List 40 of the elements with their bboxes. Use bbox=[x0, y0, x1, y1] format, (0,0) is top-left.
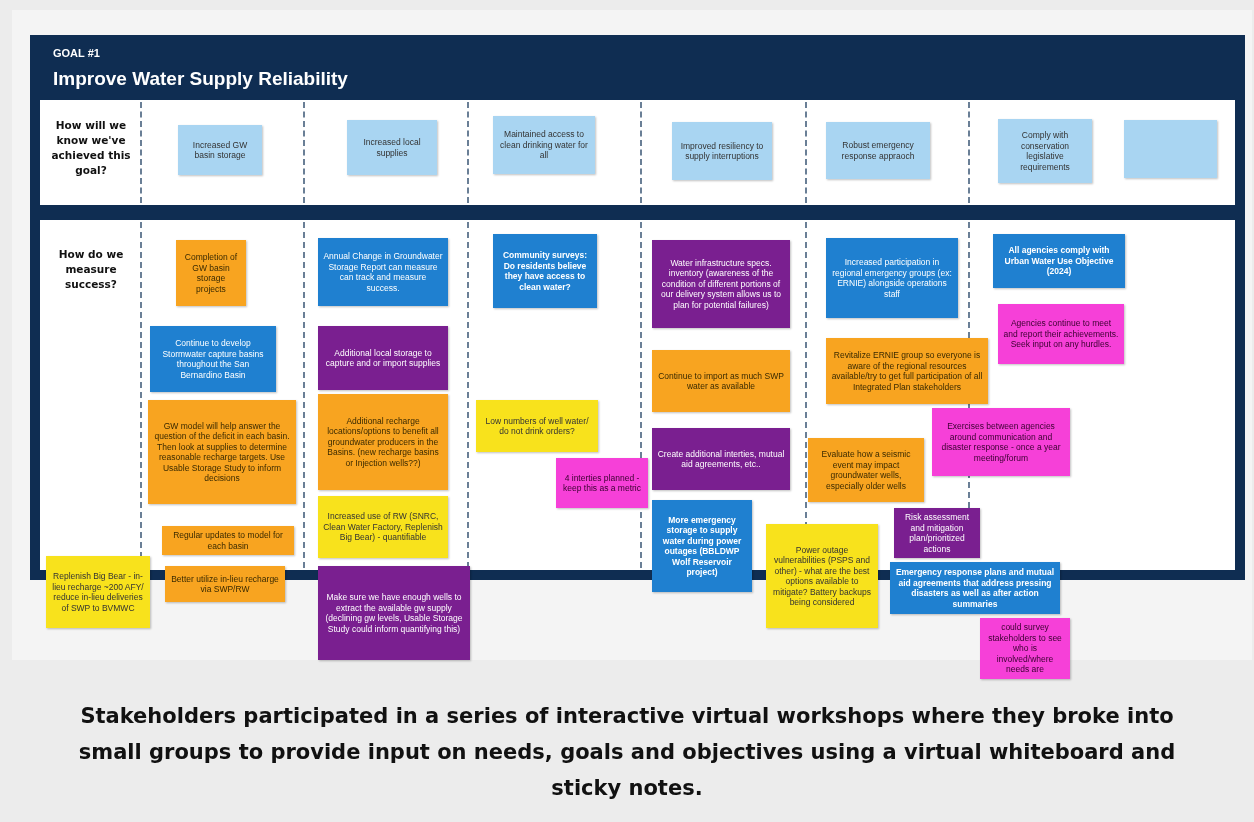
sticky-note: Regular updates to model for each basin bbox=[162, 526, 294, 555]
sticky-note: More emergency storage to supply water during power outages (BBLDWP Wolf Reservoir project) bbox=[652, 500, 752, 592]
sticky-note: Power outage vulnerabilities (PSPS and other) - what are the best options available to mitigate? Battery backups being considered bbox=[766, 524, 878, 628]
sticky-note: Revitalize ERNIE group so everyone is aware of the regional resources available/try to get full participation of all Integrated Plan stakeholders bbox=[826, 338, 988, 404]
sticky-note: Increased local supplies bbox=[347, 120, 437, 175]
sticky-note: Replenish Big Bear - in-lieu recharge ~200 AFY/ reduce in-lieu deliveries of SWP to BVMWC bbox=[46, 556, 150, 628]
sticky-note: GW model will help answer the question of the deficit in each basin. Then look at supplies to determine reasonable recharge targets. Use Usable Storage Study to inform decisions bbox=[148, 400, 296, 504]
sticky-note: All agencies comply with Urban Water Use Objective (2024) bbox=[993, 234, 1125, 288]
sticky-note: Continue to import as much SWP water as available bbox=[652, 350, 790, 412]
sticky-note: Improved resiliency to supply interruptions bbox=[672, 122, 772, 180]
goal-number: GOAL #1 bbox=[53, 47, 101, 59]
board-title: Improve Water Supply Reliability bbox=[53, 68, 348, 90]
sticky-note bbox=[1124, 120, 1217, 178]
sticky-note: Additional recharge locations/options to benefit all groundwater producers in the Basins. (new recharge basins or Injection wells??) bbox=[318, 394, 448, 490]
sticky-note: Increased use of RW (SNRC, Clean Water Factory, Replenish Big Bear) - quantifiable bbox=[318, 496, 448, 558]
sticky-note: Evaluate how a seismic event may impact groundwater wells, especially older wells bbox=[808, 438, 924, 502]
sticky-note: Comply with conservation legislative requirements bbox=[998, 119, 1092, 183]
sticky-note: Continue to develop Stormwater capture basins throughout the San Bernardino Basin bbox=[150, 326, 276, 392]
sticky-note: Create additional interties, mutual aid agreements, etc.. bbox=[652, 428, 790, 490]
sticky-note: Maintained access to clean drinking water for all bbox=[493, 116, 595, 174]
sticky-note: Completion of GW basin storage projects bbox=[176, 240, 246, 306]
sticky-note: Community surveys: Do residents believe they have access to clean water? bbox=[493, 234, 597, 308]
sticky-note: Annual Change in Groundwater Storage Report can measure can track and measure success. bbox=[318, 238, 448, 306]
sticky-note: Make sure we have enough wells to extract the available gw supply (declining gw levels, Usable Storage Study could inform quantifying this) bbox=[318, 566, 470, 660]
sticky-note: Emergency response plans and mutual aid agreements that address pressing disasters as well as after action summaries bbox=[890, 562, 1060, 614]
sticky-note: 4 interties planned - keep this as a metric bbox=[556, 458, 648, 508]
sticky-note: Robust emergency response appraoch bbox=[826, 122, 930, 179]
sticky-note: Increased participation in regional emergency groups (ex: ERNIE) alongside operations staff bbox=[826, 238, 958, 318]
sticky-note: Additional local storage to capture and or import supplies bbox=[318, 326, 448, 390]
sticky-note: could survey stakeholders to see who is involved/where needs are bbox=[980, 618, 1070, 679]
row-heading: How will we know we've achieved this goal? bbox=[50, 118, 132, 178]
caption: Stakeholders participated in a series of interactive virtual workshops where they broke into small groups to provide input on needs, goals and objectives using a virtual whiteboard and sticky notes. bbox=[77, 703, 1177, 802]
sticky-note: Risk assessment and mitigation plan/prioritized actions bbox=[894, 508, 980, 558]
sticky-note: Low numbers of well water/ do not drink orders? bbox=[476, 400, 598, 452]
sticky-note: Agencies continue to meet and report their achievements. Seek input on any hurdles. bbox=[998, 304, 1124, 364]
sticky-note: Increased GW basin storage bbox=[178, 125, 262, 175]
sticky-note: Exercises between agencies around communication and disaster response - once a year meeting/forum bbox=[932, 408, 1070, 476]
sticky-note: Better utilize in-lieu recharge via SWP/RW bbox=[165, 566, 285, 602]
sticky-note: Water infrastructure specs. inventory (awareness of the condition of different portions of our delivery system allows us to plan for potential failures) bbox=[652, 240, 790, 328]
row-heading: How do we measure success? bbox=[57, 247, 125, 292]
